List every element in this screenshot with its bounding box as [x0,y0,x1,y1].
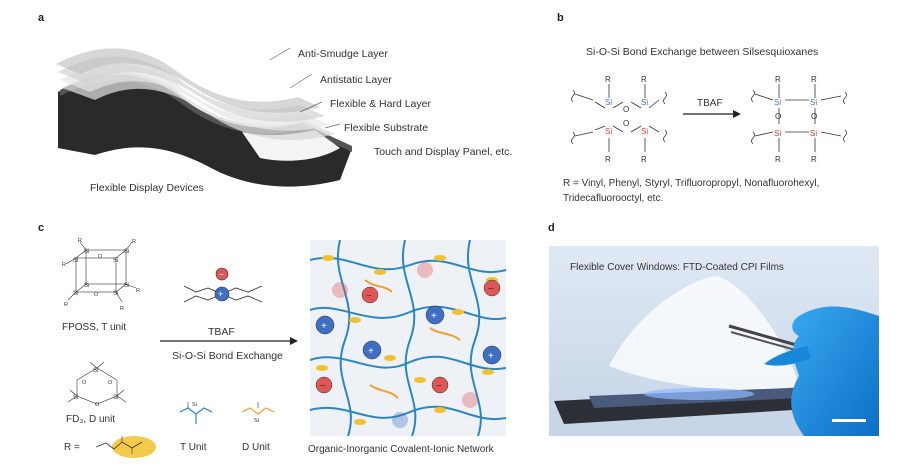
svg-text:R: R [62,262,66,268]
layer-label-flexible-substrate: Flexible Substrate [344,122,429,134]
svg-text:+: + [218,289,223,299]
svg-text:−: − [436,381,442,392]
svg-text:Si: Si [113,291,118,297]
flexible-display-device-illustration [56,47,352,187]
svg-text:−: − [320,381,326,392]
panel-b-title: Si-O-Si Bond Exchange between Silsesquio… [586,46,819,58]
svg-text:R: R [641,75,647,84]
svg-text:R: R [811,75,817,84]
svg-text:Si: Si [192,402,197,408]
t-unit-icon: Si [179,402,213,424]
svg-text:O: O [98,254,103,260]
t-unit-label: T Unit [180,442,207,453]
tbaf-molecule: − + [183,267,263,303]
fposs-structure: Si Si Si Si Si Si Si Si O O R R R R R R [62,238,140,312]
svg-text:O: O [108,380,113,386]
svg-text:Si: Si [774,129,781,138]
layer-label-anti-smudge: Anti-Smudge Layer [298,48,388,60]
svg-text:+: + [488,351,494,362]
r-groups-line-2: Tridecafluorooctyl, etc. [563,193,664,204]
svg-text:+: + [368,346,374,357]
svg-text:R: R [120,306,124,312]
bond-exchange-label: Si-O-Si Bond Exchange [172,350,283,362]
svg-text:R: R [775,155,781,164]
svg-text:Si: Si [641,127,648,136]
panel-d-letter: d [548,222,555,234]
svg-text:R: R [78,238,82,244]
fd3-structure: Si Si Si O O O [67,362,127,408]
panel-b-letter: b [557,12,564,24]
cover-window-photo [549,246,879,436]
svg-text:−: − [488,284,494,295]
r-group-fluoro-chain-icon [95,436,156,458]
svg-text:−: − [219,270,224,279]
svg-text:R: R [605,155,611,164]
svg-text:Si: Si [810,98,817,107]
svg-text:R: R [811,155,817,164]
d-unit-label: D Unit [242,442,270,453]
layer-label-antistatic: Antistatic Layer [320,74,392,86]
svg-text:R: R [132,239,136,245]
svg-text:+: + [321,321,327,332]
svg-text:Si: Si [113,258,118,264]
svg-text:−: − [366,291,372,302]
svg-text:Si: Si [810,129,817,138]
device-label: Flexible Display Devices [90,182,204,194]
network-label: Organic-Inorganic Covalent-Ionic Network [308,444,494,455]
svg-text:O: O [811,112,817,121]
svg-text:Si: Si [113,395,118,401]
covalent-ionic-network: − − + + + + − − [310,240,506,436]
layer-label-flexible-hard: Flexible & Hard Layer [330,98,431,110]
svg-text:O: O [623,105,629,114]
svg-text:Si: Si [605,127,612,136]
svg-text:O: O [623,119,629,128]
svg-text:Si: Si [124,249,129,255]
svg-text:R: R [641,155,647,164]
d-unit-icon: Si [241,402,275,424]
panel-c-reagent: TBAF [208,326,235,338]
svg-text:O: O [94,292,99,298]
panel-c-letter: c [38,222,45,234]
fposs-label: FPOSS, T unit [62,322,127,333]
reaction-arrow [160,337,298,345]
r-group-prefix: R = [64,442,80,453]
svg-text:Si: Si [124,283,129,289]
r-groups-line-1: R = Vinyl, Phenyl, Styryl, Trifluoroprop… [563,178,820,189]
svg-text:O: O [95,402,100,408]
svg-text:R: R [605,75,611,84]
panel-a-letter: a [38,12,45,24]
fd3-label: FD₃, D unit [66,414,116,425]
svg-text:R: R [136,288,140,294]
svg-text:Si: Si [84,249,89,255]
svg-text:Si: Si [254,418,259,424]
svg-text:O: O [82,380,87,386]
silsesquioxane-exchange-scheme: R R Si Si O Si Si O R R R R Si Si O O Si… [571,75,847,164]
svg-text:Si: Si [73,258,78,264]
svg-text:Si: Si [605,98,612,107]
photo-caption: Flexible Cover Windows: FTD-Coated CPI F… [570,262,784,273]
svg-text:Si: Si [84,283,89,289]
svg-text:Si: Si [73,291,78,297]
svg-text:+: + [431,311,437,322]
svg-text:Si: Si [774,98,781,107]
panel-b-reagent: TBAF [697,98,723,109]
svg-text:Si: Si [93,368,98,374]
svg-text:Si: Si [641,98,648,107]
svg-text:R: R [775,75,781,84]
svg-text:O: O [775,112,781,121]
svg-text:Si: Si [73,395,78,401]
layer-label-touch-display: Touch and Display Panel, etc. [374,146,513,158]
svg-text:R: R [64,302,68,308]
